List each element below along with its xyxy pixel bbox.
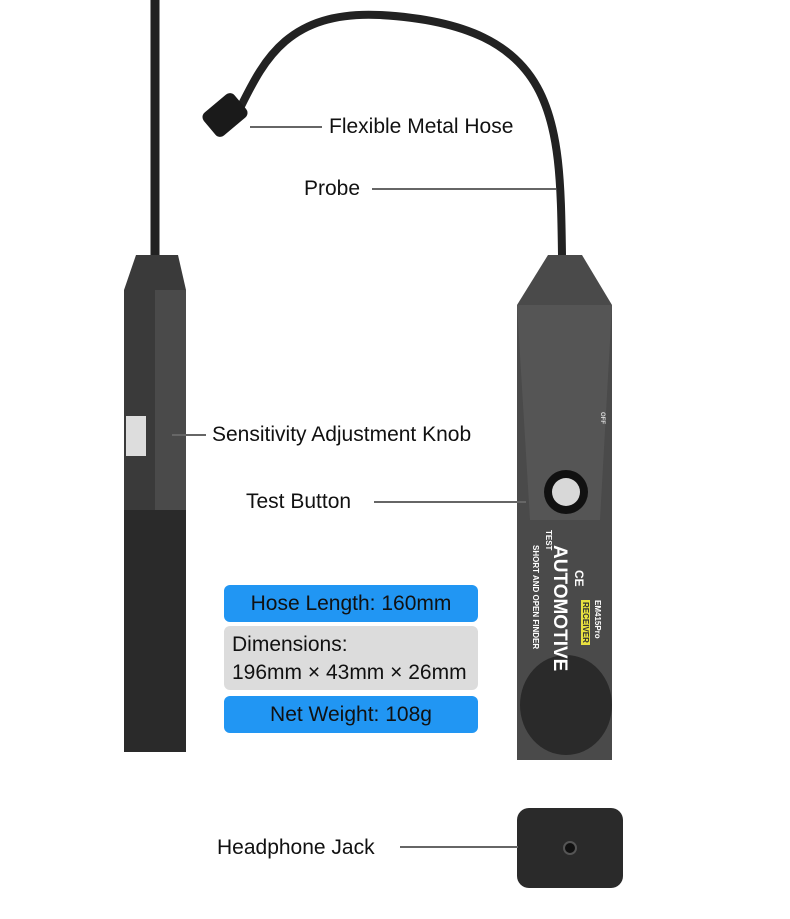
knob-callout-line: [172, 434, 206, 436]
dimensions-value: 196mm × 43mm × 26mm: [232, 661, 467, 684]
net-weight-spec: Net Weight: 108g: [224, 696, 478, 733]
probe-callout-line: [372, 188, 556, 190]
headphone-callout-line: [400, 846, 518, 848]
device-receiver-badge: RECEIVER: [581, 600, 590, 645]
probe-label: Probe: [304, 177, 361, 200]
hose-label: Flexible Metal Hose: [329, 115, 514, 138]
test-button-callout-line: [374, 501, 526, 503]
knob-label: Sensitivity Adjustment Knob: [212, 423, 472, 446]
device-subtitle: SHORT AND OPEN FINDER: [531, 545, 540, 650]
hose-length-spec: Hose Length: 160mm: [224, 585, 478, 622]
probe-tip: [202, 93, 248, 137]
speaker-grille: [520, 655, 612, 755]
sensitivity-knob-icon: [126, 416, 146, 456]
device-ce-mark: CE: [572, 570, 586, 587]
headphone-jack-label: Headphone Jack: [217, 836, 375, 859]
dimensions-spec: Dimensions: 196mm × 43mm × 26mm: [224, 626, 478, 690]
dimensions-title: Dimensions:: [232, 633, 348, 656]
hose-callout-line: [250, 126, 322, 128]
test-button-label: Test Button: [246, 490, 352, 513]
flexible-hose: [231, 10, 566, 256]
device-title: AUTOMOTIVE: [549, 545, 570, 672]
device-off-label: OFF: [599, 412, 605, 424]
headphone-jack-icon: [563, 841, 577, 855]
device-model: EM415Pro: [593, 600, 602, 639]
